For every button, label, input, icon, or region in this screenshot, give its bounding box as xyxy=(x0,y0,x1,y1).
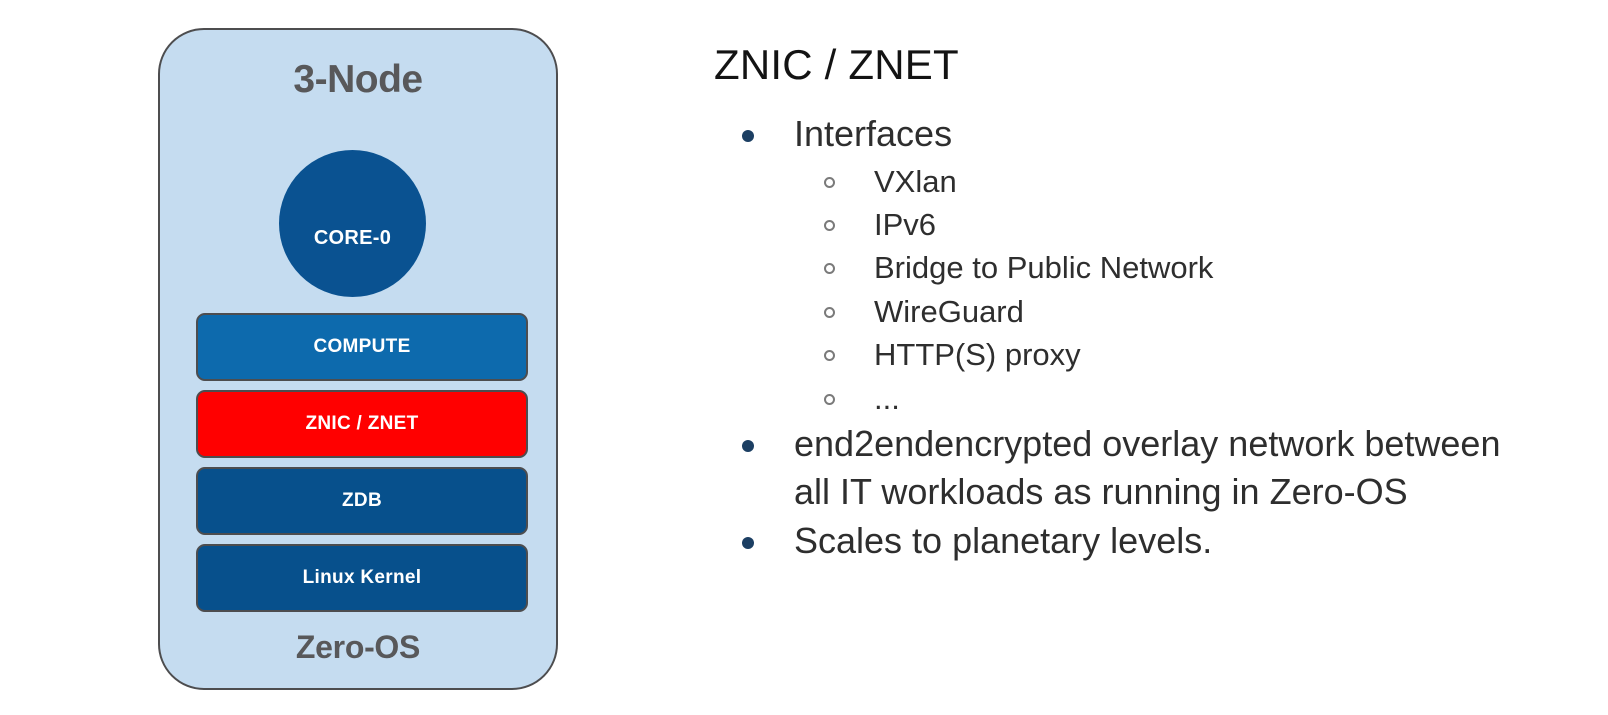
stack-block-znic-znet: ZNIC / ZNET xyxy=(196,390,528,458)
bullet-circle-icon xyxy=(824,176,835,188)
stack-block-compute: COMPUTE xyxy=(196,313,528,381)
list-item-label: VXlan xyxy=(874,163,957,199)
list-item-label: IPv6 xyxy=(874,207,937,243)
list-item: WireGuard xyxy=(714,290,1514,333)
bullet-list: Interfaces VXlan IPv6 Bridge to Public N… xyxy=(714,110,1514,564)
list-item: HTTP(S) proxy xyxy=(714,333,1514,376)
bullet-circle-icon xyxy=(824,263,835,275)
bullet-circle-icon xyxy=(824,393,835,405)
list-item-label: Bridge to Public Network xyxy=(874,250,1214,286)
list-item-label: Scales to planetary levels. xyxy=(794,520,1213,562)
list-item-label: HTTP(S) proxy xyxy=(874,337,1081,373)
stack-block-zdb: ZDB xyxy=(196,467,528,535)
core-circle-label: CORE-0 xyxy=(313,227,392,249)
list-item: Scales to planetary levels. xyxy=(714,517,1514,565)
node-diagram-panel: 3-Node CORE-0 COMPUTE ZNIC / ZNET ZDB Li… xyxy=(158,28,558,690)
stack-block-linux-kernel: Linux Kernel xyxy=(196,544,528,612)
stack-block-label: ZDB xyxy=(342,490,382,511)
list-item: end2endencrypted overlay network between… xyxy=(714,420,1514,515)
list-item-label: Interfaces xyxy=(794,113,953,155)
list-item: Bridge to Public Network xyxy=(714,246,1514,289)
list-item-label: end2endencrypted overlay network between… xyxy=(794,423,1501,512)
bullet-circle-icon xyxy=(824,350,835,362)
list-item: IPv6 xyxy=(714,203,1514,246)
bullet-circle-icon xyxy=(824,220,835,232)
core-circle: CORE-0 xyxy=(279,150,426,297)
bullet-point-icon xyxy=(742,130,754,143)
list-item-label: WireGuard xyxy=(874,293,1024,329)
bullet-point-icon xyxy=(742,440,754,453)
bullet-circle-icon xyxy=(824,306,835,318)
list-item: Interfaces xyxy=(714,110,1514,158)
content-panel: ZNIC / ZNET Interfaces VXlan IPv6 Bridge… xyxy=(714,41,1514,567)
page-title: ZNIC / ZNET xyxy=(714,41,959,88)
stack-block-list: COMPUTE ZNIC / ZNET ZDB Linux Kernel xyxy=(196,313,528,621)
list-item-label: ... xyxy=(874,380,900,416)
node-diagram-os-label: Zero-OS xyxy=(295,629,421,665)
bullet-point-icon xyxy=(742,537,754,550)
list-item: VXlan xyxy=(714,160,1514,203)
list-item: ... xyxy=(714,377,1514,420)
sub-bullet-list: VXlan IPv6 Bridge to Public Network Wire… xyxy=(714,160,1514,420)
stack-block-label: Linux Kernel xyxy=(302,567,422,588)
node-diagram-title: 3-Node xyxy=(293,58,423,101)
stack-block-label: COMPUTE xyxy=(313,336,411,357)
stack-block-label: ZNIC / ZNET xyxy=(305,413,419,434)
